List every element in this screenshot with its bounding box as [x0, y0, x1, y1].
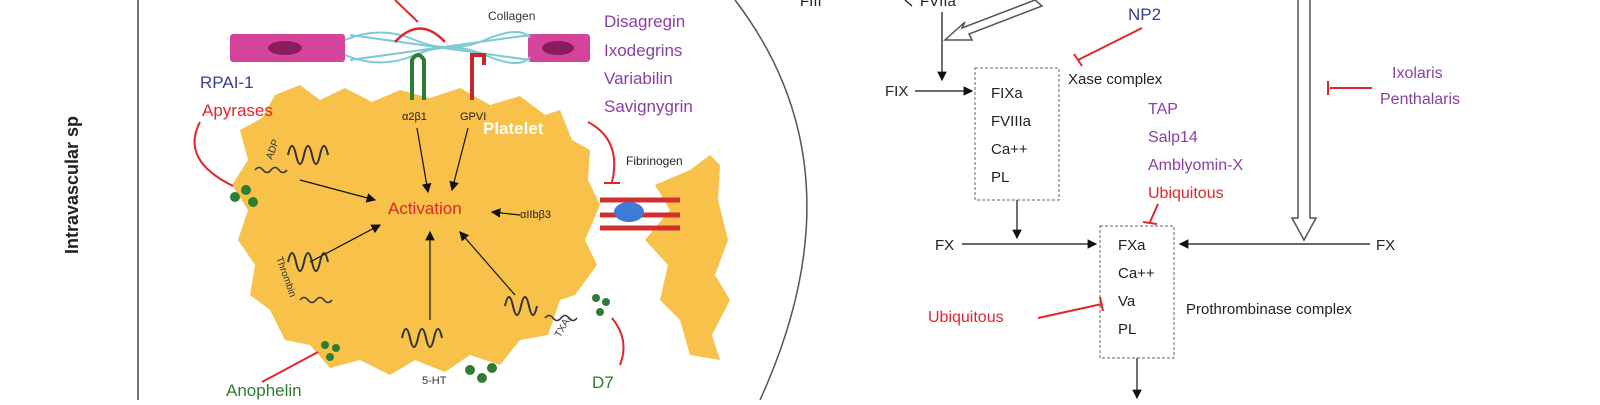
prothrombinase-complex-label: Prothrombinase complex: [1186, 301, 1352, 318]
ubiquitous-top-bar: [1142, 221, 1158, 225]
platelet-body: [232, 85, 600, 375]
xase-complex-box: [974, 67, 1060, 201]
d7-molecules: [592, 294, 610, 316]
thrombin-squiggle: [299, 296, 333, 304]
d7-inhibition: [611, 317, 625, 366]
fviia-fx-hollow-arrow: [1290, 0, 1318, 242]
savignygrin-label: Savignygrin: [604, 97, 693, 116]
xase-complex-label: Xase complex: [1068, 71, 1163, 88]
txa2-label: TXA₂: [553, 314, 574, 340]
variabilin-label: Variabilin: [604, 69, 673, 88]
xase-item-3: PL: [991, 169, 1009, 186]
fviia-label: FVIIa: [920, 0, 957, 10]
apyrases-label: Apyrases: [202, 101, 273, 120]
apyrases-inhibition: [193, 121, 234, 187]
anophelin-inhibition: [261, 351, 319, 383]
salp14-label: Salp14: [1148, 129, 1198, 146]
adp-squiggle: [254, 166, 288, 174]
prothrombinase-item-1: Ca++: [1118, 265, 1155, 282]
penthalaris-label: Penthalaris: [1380, 91, 1460, 108]
fviia-hollow-arrow: [943, 0, 1044, 41]
xase-item-2: Ca++: [991, 141, 1028, 158]
fx-left-label: FX: [935, 237, 954, 254]
disagregin-label: Disagregin: [604, 12, 685, 31]
top-red-line: [394, 0, 419, 23]
xase-item-0: FIXa: [991, 85, 1023, 102]
activation-label: Activation: [388, 199, 462, 218]
fix-label: FIX: [885, 83, 908, 100]
ubiquitous-top-label: Ubiquitous: [1148, 185, 1224, 202]
fx-right-label: FX: [1376, 237, 1395, 254]
cell-boundary-arc: [734, 0, 808, 401]
txa2-receptor: [504, 296, 538, 316]
ubiquitous-top-inhibition: [1149, 203, 1159, 223]
receptor-aiib3-label: αIIbβ3: [520, 209, 551, 221]
collagen-fibers: [344, 31, 531, 64]
anophelin-label: Anophelin: [226, 381, 302, 400]
5ht-receptor: [401, 328, 443, 348]
ubiquitous-left-bar: [1099, 296, 1104, 312]
d7-label: D7: [592, 373, 614, 392]
5ht-binder-molecules: [465, 363, 497, 383]
ubiquitous-left-label: Ubiquitous: [928, 309, 1004, 326]
side-label: Intravascular sp: [62, 116, 82, 254]
cell-nucleus-right: [542, 41, 574, 55]
prothrombinase-item-3: PL: [1118, 321, 1136, 338]
adp-receptor: [287, 145, 329, 165]
prothrombinase-item-0: FXa: [1118, 237, 1146, 254]
apyrase-molecules: [230, 185, 258, 207]
collagen-inhibition-arc: [394, 27, 446, 43]
prothrombinase-complex-box: [1099, 225, 1175, 359]
adherent-platelet: [645, 155, 730, 360]
np2-label: NP2: [1128, 5, 1161, 24]
receptor-a2b1-label: α2β1: [402, 111, 427, 123]
thrombin-receptor: [287, 252, 329, 272]
receptor-gpvi-label: GPVI: [460, 111, 486, 123]
np2-inhibition-bar: [1073, 53, 1083, 67]
ixolaris-label: Ixolaris: [1392, 65, 1443, 82]
ixodegrins-label: Ixodegrins: [604, 41, 682, 60]
fibrinogen-label: Fibrinogen: [626, 154, 683, 168]
txa2-squiggle: [544, 314, 578, 322]
activation-arrows: [299, 127, 521, 320]
receptor-gpvi: [470, 53, 486, 100]
collagen-label: Collagen: [488, 9, 535, 23]
cell-nucleus-left: [268, 41, 302, 55]
amblyomin-label: Amblyomin-X: [1148, 157, 1243, 174]
anophelin-molecules: [321, 341, 340, 361]
ubiquitous-left-inhibition: [1037, 303, 1103, 319]
tap-label: TAP: [1148, 101, 1178, 118]
receptor-a2b1: [410, 53, 426, 100]
fibrinogen-inhibition: [587, 121, 616, 183]
5ht-label: 5-HT: [422, 375, 447, 387]
platelet-title: Platelet: [483, 119, 544, 138]
fviia-connector: [904, 0, 913, 7]
rpai-label: RPAI-1: [200, 73, 254, 92]
fiii-label: FIII: [800, 0, 822, 10]
fibrinogen-molecule: [614, 202, 644, 222]
np2-inhibition: [1077, 27, 1143, 61]
xase-item-1: FVIIIa: [991, 113, 1032, 130]
prothrombinase-item-2: Va: [1118, 293, 1136, 310]
